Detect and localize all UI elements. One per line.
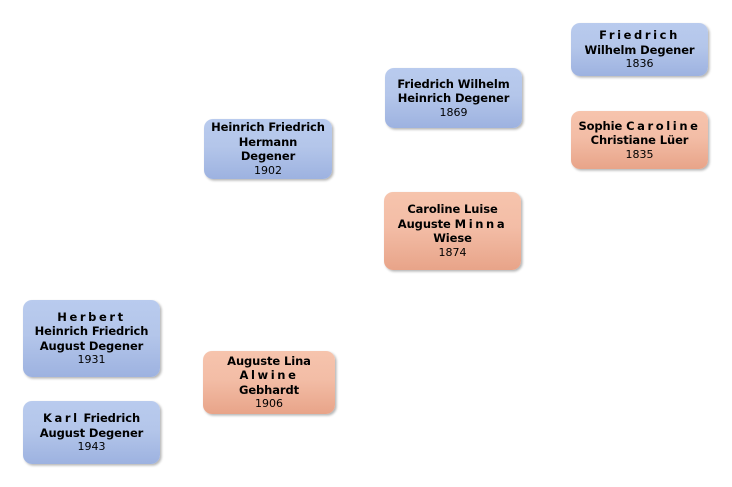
person-birth-year: 1874 [438,245,467,259]
person-name-part: Gebhardt [238,382,300,397]
person-call-name: Alwine [239,368,299,383]
person-call-name: Karl [42,411,80,425]
person-name-part: Friedrich Wilhelm Heinrich Degener [397,76,510,106]
person-name: Heinrich Friedrich Hermann Degener [210,120,326,164]
person-birth-year: 1835 [625,147,654,161]
person-name: Friedrich Wilhelm Heinrich Degener [391,77,516,106]
person-birth-year: 1869 [439,105,468,119]
person-birth-year: 1902 [254,163,282,177]
person-birth-year: 1836 [625,57,654,70]
person-name-part: Caroline Luise Auguste [397,202,498,231]
person-name: Friedrich Wilhelm Degener [577,28,702,57]
person-birth-year: 1906 [255,397,283,411]
person-name: Sophie Caroline Christiane Lüer [577,119,702,148]
person-name: Karl Friedrich August Degener [29,411,154,440]
person-name: Auguste Lina Alwine Gebhardt [209,354,329,398]
person-call-name: Herbert [57,309,126,324]
person-birth-year: 1943 [77,440,106,453]
person-name: Herbert Heinrich Friedrich August Degene… [29,310,154,354]
person-name-part: Heinrich Friedrich Hermann Degener [211,120,325,164]
person-name-part: Wilhelm Degener [584,42,695,57]
person-name-part: Auguste Lina [227,353,311,368]
person-call-name: Minna [454,216,508,231]
person-name-part: Friedrich August Degener [39,411,144,440]
person-call-name: Caroline [626,118,701,133]
person-birth-year: 1931 [77,353,106,367]
person-name: Caroline Luise Auguste Minna Wiese [390,202,515,246]
person-call-name: Friedrich [599,28,680,42]
person-name-part: Christiane Lüer [590,133,689,147]
person-name-part: Sophie [578,118,627,133]
person-name-part: Wiese [433,231,472,246]
person-name-part: Heinrich Friedrich August Degener [34,324,149,353]
person-box[interactable]: Herbert Heinrich Friedrich August Degene… [23,300,160,377]
